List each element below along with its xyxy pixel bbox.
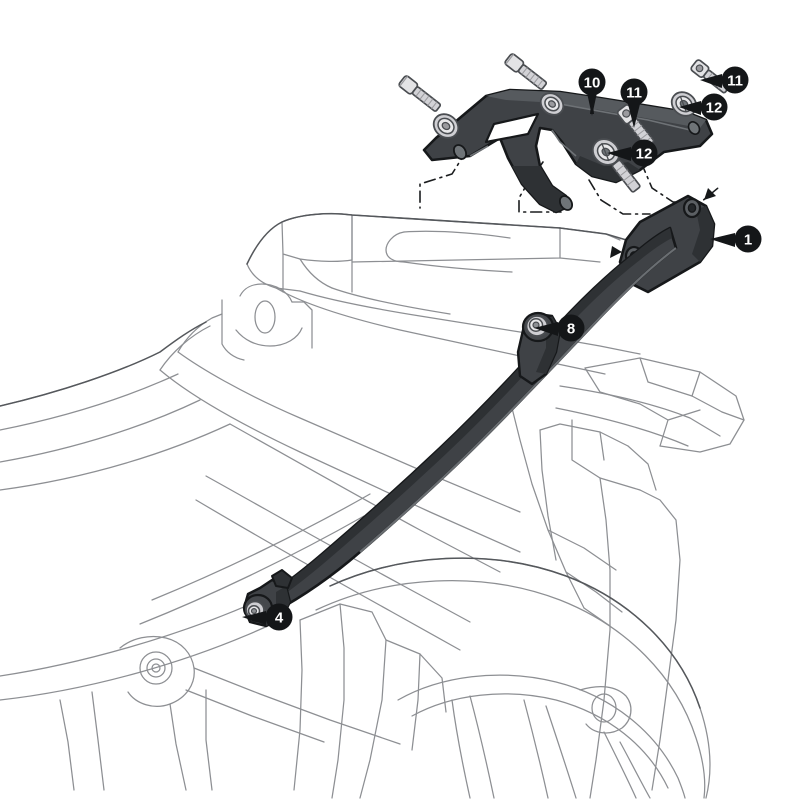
arm-upper-plate-shade [692,206,714,262]
seat-lock-detail [221,283,313,361]
callout-11-right-label: 11 [727,73,743,90]
callout-8[interactable]: 8 [534,314,585,342]
callout-12-lower-bubble [630,139,658,167]
bracket-crease-lines [469,103,691,157]
callout-11-center-bubble [620,78,648,106]
centerline-1 [419,149,468,209]
callout-12-lower-label: 12 [636,146,653,163]
pivot-upper-tab [271,569,293,589]
callout-11-center-pointer [628,104,640,128]
arm-tube-highlight [359,247,677,553]
pivot-bolt-socket [250,607,258,614]
callout-12-lower-pointer [607,147,631,161]
callout-11-right-pointer [700,74,722,88]
callout-4[interactable]: 4 [242,603,293,631]
centerline-4 [588,179,651,215]
callout-12-lower[interactable]: 12 [607,139,658,167]
callout-4-label: 4 [275,610,284,627]
callout-11-right-bubble [721,66,749,94]
callout-4-pointer [242,611,266,625]
frame-rails [0,423,501,701]
callout-11-center[interactable]: 11 [620,78,648,129]
callout-11-center-label: 11 [626,85,642,102]
callout-1[interactable]: 1 [710,225,762,253]
lower-frame-bracket [293,603,632,799]
callout-8-label: 8 [567,321,575,338]
bracket-lightening-cutout [484,112,540,144]
bracket-mount-holes [452,121,701,211]
hex-socket-screw-a [398,75,442,112]
arm-locating-arrows [610,188,716,258]
callout-10[interactable]: 10 [578,68,606,117]
assembly-centerlines [419,149,719,215]
centerline-3 [640,161,719,203]
upper-mounting-bracket-plate[interactable] [422,88,714,214]
tail-light-cluster [584,357,745,453]
bracket-leg-shade [512,166,570,212]
hex-socket-screw-e [611,159,641,193]
callout-12-upper-bubble [700,93,728,121]
callout-11-right[interactable]: 11 [700,66,749,94]
screw-thread-lines [415,89,438,110]
accent-outlines [0,212,701,709]
callout-10-label: 10 [584,75,601,92]
callout-10-bubble [578,68,606,96]
rear-fender-assembly [509,385,721,799]
hex-socket-screw-b [504,53,548,90]
centerline-2 [518,161,562,213]
fastener-group [398,53,730,193]
callout-12-upper-label: 12 [706,100,723,117]
callout-1-bubble [734,225,762,253]
callout-4-bubble [265,603,293,631]
flat-washer-a [432,113,460,139]
callout-markers: 10 11 11 12 12 1 [242,66,762,631]
callout-12-upper[interactable]: 12 [679,93,728,121]
callout-8-bubble [557,314,585,342]
flat-washer-b [539,92,565,116]
exhaust-tube [385,230,513,273]
callout-8-pointer [534,322,558,336]
callout-1-label: 1 [744,232,752,249]
callout-12-upper-pointer [679,101,701,115]
callout-1-pointer [710,233,735,247]
motorcycle-line-art [0,212,745,799]
